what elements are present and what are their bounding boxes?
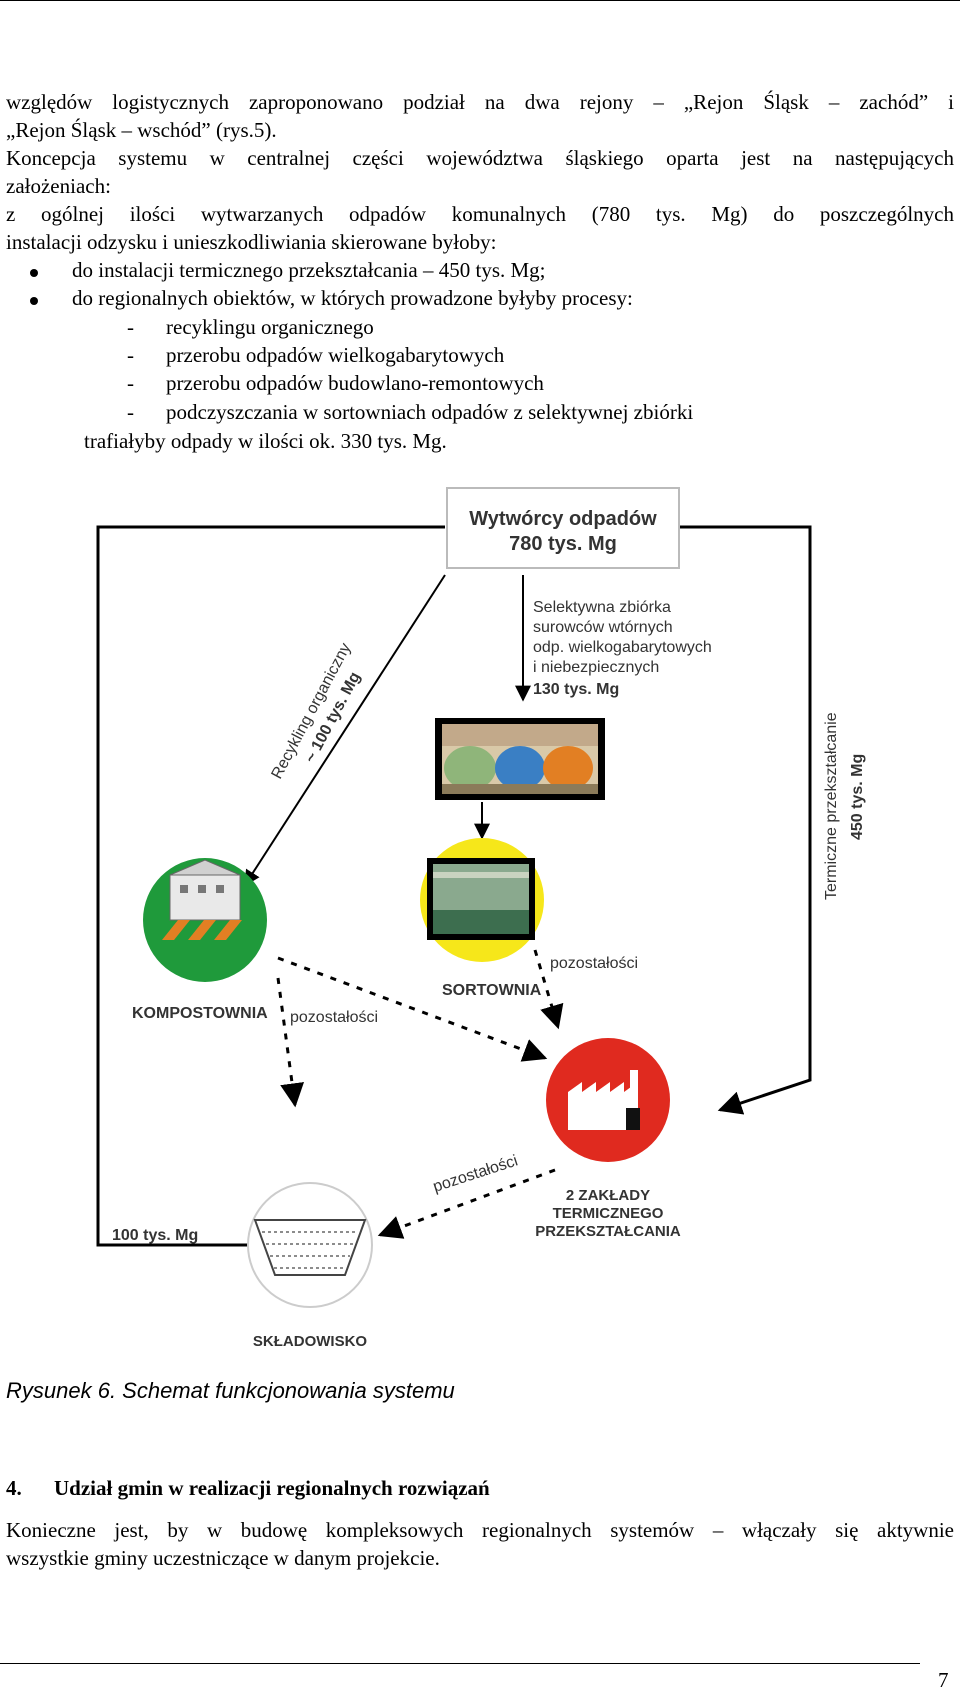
- section-heading: 4. Udział gmin w realizacji regionalnych …: [6, 1476, 490, 1501]
- thermal-amount: 450 tys. Mg: [849, 754, 866, 840]
- landfill-pit-icon: [253, 1219, 367, 1276]
- plant-label-line-1: 2 ZAKŁADY: [566, 1187, 650, 1204]
- sub-item-dash: -: [127, 371, 134, 395]
- concept-paragraph: Koncepcja systemu w centralnej części wo…: [6, 144, 954, 200]
- page-number: 7: [938, 1668, 949, 1692]
- thermal-flow-line: [680, 525, 812, 1115]
- summary-line: trafiałyby odpady w ilości ok. 330 tys. …: [84, 429, 447, 453]
- selective-line-2: surowców wtórnych: [533, 619, 673, 636]
- factory-icon: [568, 1070, 640, 1130]
- bottom-rule: [0, 1663, 920, 1664]
- plant-to-landfill-residue-arrow: [377, 1168, 556, 1239]
- section-title: Udział gmin w realizacji regionalnych ro…: [54, 1476, 490, 1500]
- bullet-item-regional: do regionalnych obiektów, w których prow…: [72, 286, 633, 310]
- sub-item-dash: -: [127, 343, 134, 367]
- closing-line-1: Konieczne jest, by w budowę kompleksowyc…: [6, 1518, 954, 1542]
- plant-label-line-2: TERMICZNEGO: [553, 1205, 664, 1222]
- selective-amount: 130 tys. Mg: [533, 681, 619, 698]
- sub-item-dash: -: [127, 315, 134, 339]
- landfill-amount: 100 tys. Mg: [112, 1227, 198, 1244]
- intro-paragraph: względów logistycznych zaproponowano pod…: [6, 88, 954, 144]
- sub-item: przerobu odpadów wielkogabarytowych: [166, 343, 505, 367]
- recycling-arrow: [244, 574, 446, 887]
- plant-residue-label: pozostałości: [431, 1152, 520, 1195]
- sub-item: recyklingu organicznego: [166, 315, 374, 339]
- bullet-marker: [30, 297, 38, 305]
- containers-photo: [435, 718, 605, 800]
- compost-residue-label: pozostałości: [290, 1009, 378, 1026]
- selective-line-4: i niebezpiecznych: [533, 659, 659, 676]
- producers-amount: 780 tys. Mg: [509, 533, 617, 555]
- flow-line-1: z ogólnej ilości wytwarzanych odpadów ko…: [6, 202, 954, 226]
- system-diagram: Wytwórcy odpadów 780 tys. Mg Recykling o…: [90, 480, 880, 1360]
- sub-item: przerobu odpadów budowlano-remontowych: [166, 371, 544, 395]
- flow-paragraph: z ogólnej ilości wytwarzanych odpadów ko…: [6, 200, 954, 256]
- plant-label-line-3: PRZEKSZTAŁCANIA: [535, 1223, 681, 1240]
- sub-item: podczyszczania w sortowniach odpadów z s…: [166, 400, 694, 424]
- sub-item-dash: -: [127, 400, 134, 424]
- bullet-item-thermal: do instalacji termicznego przekształcani…: [72, 258, 546, 282]
- producers-box: [446, 487, 680, 569]
- concept-line-2: założeniach:: [6, 174, 111, 198]
- thermal-label: Termiczne przekształcanie: [823, 712, 840, 900]
- compost-to-plant-residue-arrow: [277, 956, 548, 1062]
- sortownia-photo: [427, 858, 535, 940]
- selective-line-1: Selektywna zbiórka: [533, 599, 671, 616]
- closing-paragraph: Konieczne jest, by w budowę kompleksowyc…: [6, 1516, 954, 1572]
- top-rule: [0, 0, 960, 1]
- intro-line-2: „Rejon Śląsk – wschód” (rys.5).: [6, 118, 277, 142]
- intro-line-1: względów logistycznych zaproponowano pod…: [6, 90, 954, 114]
- section-number: 4.: [6, 1476, 22, 1500]
- concept-line-1: Koncepcja systemu w centralnej części wo…: [6, 146, 954, 170]
- closing-line-2: wszystkie gminy uczestniczące w danym pr…: [6, 1546, 440, 1570]
- landfill-flow-line: [96, 525, 445, 1257]
- sort-residue-label: pozostałości: [550, 955, 638, 972]
- producers-title: Wytwórcy odpadów: [469, 508, 657, 530]
- kompostownia-building-icon: [162, 859, 242, 940]
- compost-to-landfill-residue-arrow: [276, 977, 305, 1108]
- landfill-label: SKŁADOWISKO: [253, 1333, 367, 1350]
- kompostownia-label: KOMPOSTOWNIA: [132, 1005, 268, 1022]
- bullet-marker: [30, 269, 38, 277]
- selective-line-3: odp. wielkogabarytowych: [533, 639, 712, 656]
- flow-line-2: instalacji odzysku i unieszkodliwiania s…: [6, 230, 497, 254]
- figure-caption: Rysunek 6. Schemat funkcjonowania system…: [6, 1378, 455, 1403]
- sortownia-label: SORTOWNIA: [442, 982, 542, 999]
